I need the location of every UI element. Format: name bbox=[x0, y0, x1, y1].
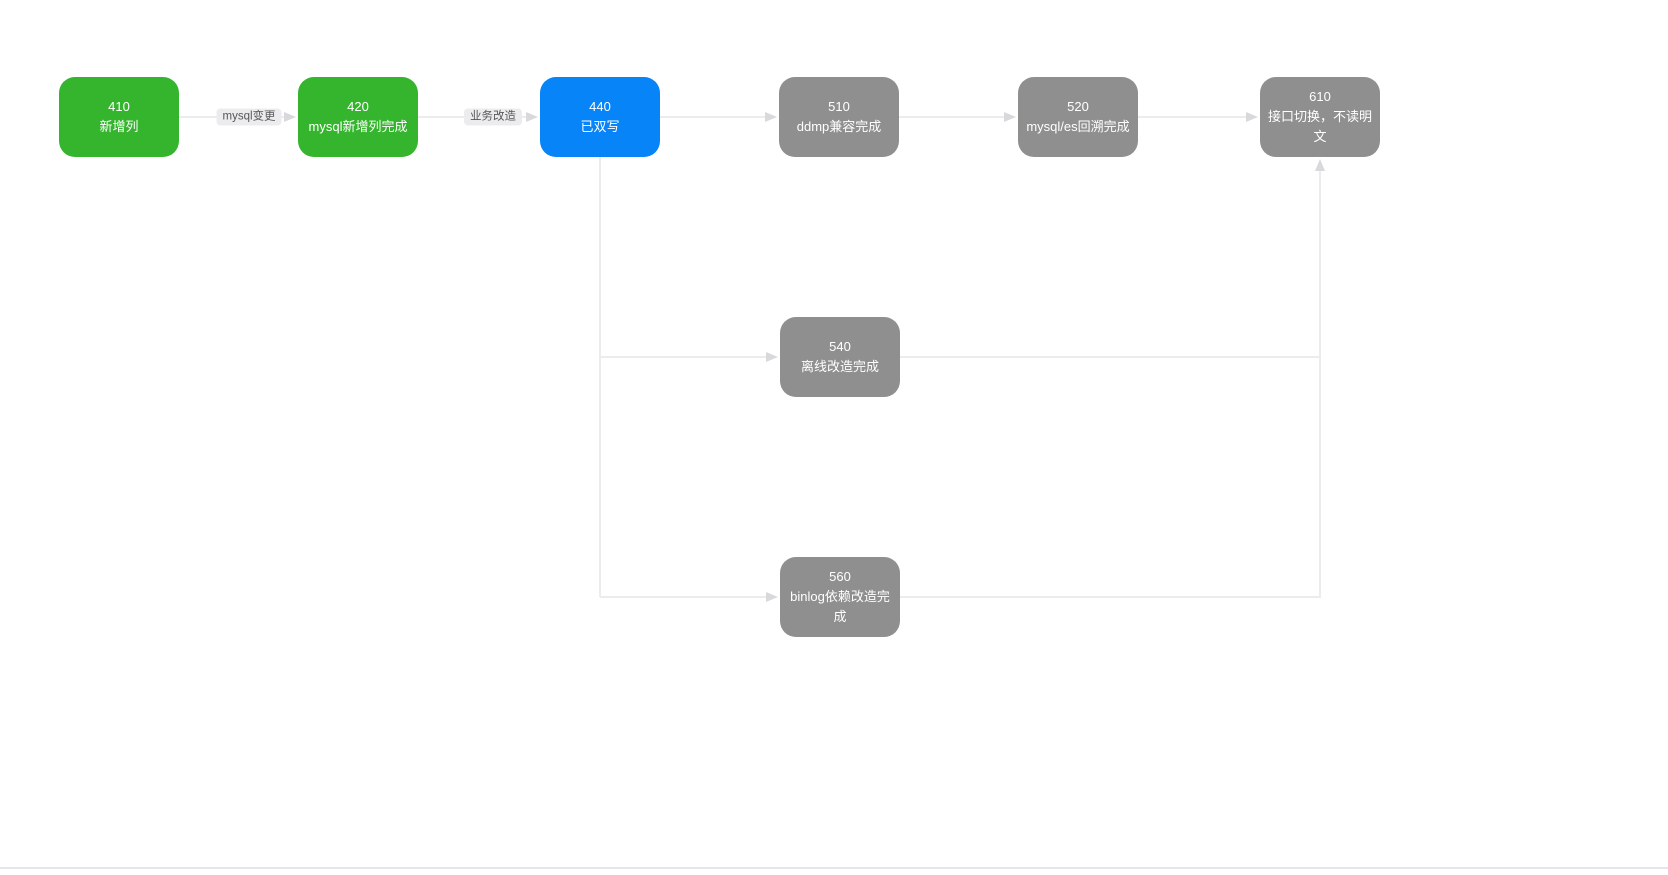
arrowhead-410-420-icon bbox=[284, 112, 296, 122]
node-id-text: 560 bbox=[829, 569, 851, 584]
bottom-divider bbox=[0, 867, 1668, 869]
node-id-text: 610 bbox=[1309, 89, 1331, 104]
edge-510-520-segment bbox=[899, 116, 1004, 118]
arrowhead-440-510-icon bbox=[765, 112, 777, 122]
flow-node-410[interactable]: 410 新增列 bbox=[59, 77, 179, 157]
node-label-text: binlog依赖改造完成 bbox=[790, 589, 890, 624]
edge-540-610-segment bbox=[900, 356, 1320, 358]
edge-440-560-segment bbox=[599, 357, 601, 597]
edge-560-610-segment bbox=[900, 596, 1321, 598]
node-label-text: ddmp兼容完成 bbox=[796, 119, 882, 134]
edge-440-560-segment bbox=[600, 596, 766, 598]
node-label-text: mysql/es回溯完成 bbox=[1026, 119, 1130, 134]
edge-label-410-420: mysql变更 bbox=[216, 108, 282, 126]
node-id-text: 540 bbox=[829, 339, 851, 354]
node-id-text: 420 bbox=[347, 99, 369, 114]
edge-440-540-segment bbox=[599, 157, 601, 357]
flow-node-420[interactable]: 420 mysql新增列完成 bbox=[298, 77, 418, 157]
edge-440-540-segment bbox=[600, 356, 766, 358]
node-id-text: 510 bbox=[828, 99, 850, 114]
node-label-text: mysql新增列完成 bbox=[308, 119, 408, 134]
flow-node-610[interactable]: 610 接口切换，不读明文 bbox=[1260, 77, 1380, 157]
arrowhead-510-520-icon bbox=[1004, 112, 1016, 122]
flow-node-510[interactable]: 510 ddmp兼容完成 bbox=[779, 77, 899, 157]
node-id-text: 520 bbox=[1067, 99, 1089, 114]
flow-node-560[interactable]: 560 binlog依赖改造完成 bbox=[780, 557, 900, 637]
arrowhead-560-610-icon bbox=[1315, 159, 1325, 171]
arrowhead-520-610-icon bbox=[1246, 112, 1258, 122]
edge-label-420-440: 业务改造 bbox=[464, 108, 522, 126]
flow-node-520[interactable]: 520 mysql/es回溯完成 bbox=[1018, 77, 1138, 157]
arrowhead-440-560-icon bbox=[766, 592, 778, 602]
node-id-text: 440 bbox=[589, 99, 611, 114]
node-label-text: 接口切换，不读明文 bbox=[1267, 109, 1372, 144]
flow-node-540[interactable]: 540 离线改造完成 bbox=[780, 317, 900, 397]
edge-560-610-segment bbox=[1319, 171, 1321, 597]
node-label-text: 新增列 bbox=[99, 119, 139, 134]
flow-node-440[interactable]: 440 已双写 bbox=[540, 77, 660, 157]
node-id-text: 410 bbox=[108, 99, 130, 114]
edge-440-510-segment bbox=[660, 116, 765, 118]
node-label-text: 已双写 bbox=[580, 119, 620, 134]
node-label-text: 离线改造完成 bbox=[800, 359, 879, 374]
arrowhead-420-440-icon bbox=[526, 112, 538, 122]
arrowhead-440-540-icon bbox=[766, 352, 778, 362]
edge-520-610-segment bbox=[1138, 116, 1246, 118]
